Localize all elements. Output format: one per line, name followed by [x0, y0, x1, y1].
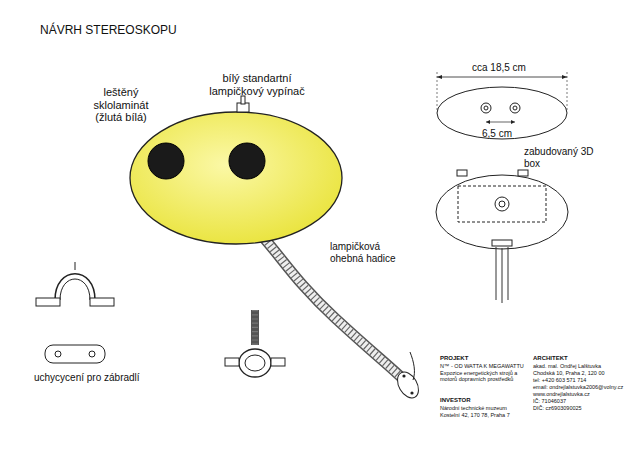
info-text: DIČ: cz6903090025 — [533, 405, 635, 411]
info-text: Chodská 10, Praha 2, 120 00 — [533, 370, 635, 376]
info-heading: PROJEKT — [440, 355, 468, 362]
info-text: Expozice energetických strojů a motorů d… — [440, 370, 532, 383]
material-label: leštěný sklolaminát (žlutá bílá) — [82, 86, 160, 124]
part-label: uchycycení pro zábradlí — [34, 372, 174, 384]
part-label: bílý standartní lampičkový vypínač — [197, 72, 317, 97]
info-text: IČ: 71046037 — [533, 398, 635, 404]
info-text: Národní technické muzeum — [440, 405, 532, 411]
info-heading: ARCHITEKT — [533, 355, 568, 362]
info-text: www.ondrejlalstuvka.cz — [533, 391, 635, 397]
info-text: email: ondrejlalstuvka2006@volny.cz — [533, 384, 635, 390]
part-label: lampičková ohebná hadice — [330, 241, 405, 264]
info-text: Kostelní 42, 170 78, Praha 7 — [440, 412, 532, 418]
info-text: tel: +420 603 571 714 — [533, 377, 635, 383]
sheet-title: NÁVRH STEREOSKOPU — [40, 24, 177, 38]
info-text: akad. mal. Ondřej Lalštuvka — [533, 363, 635, 369]
dimension-label: 6,5 cm — [482, 128, 512, 140]
part-label: zabudovaný 3D box — [524, 146, 594, 169]
dimension-label: cca 18,5 cm — [472, 62, 526, 74]
info-text: N™ - OD WATTA K MEGAWATTU — [440, 363, 532, 369]
info-heading: INVESTOR — [440, 397, 471, 404]
